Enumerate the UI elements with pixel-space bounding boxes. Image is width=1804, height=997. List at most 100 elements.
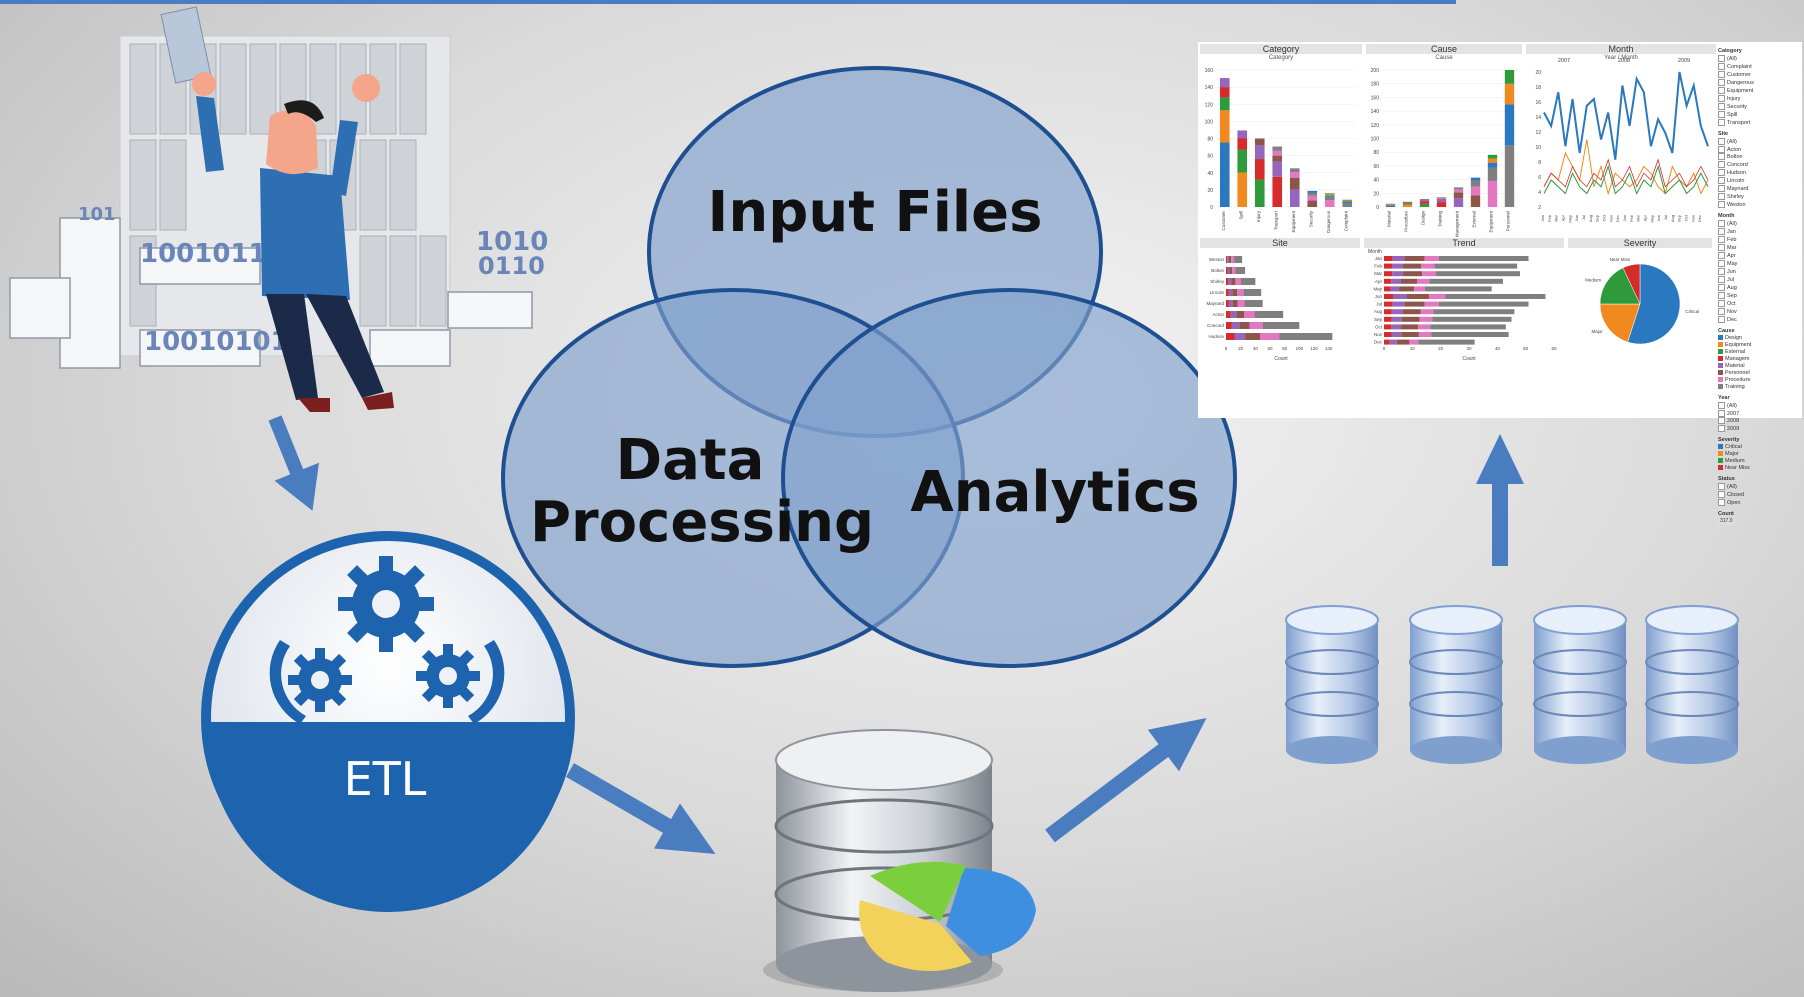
legend-cause-item[interactable]: Procedure [1718, 377, 1800, 384]
legend-site-item[interactable]: Shirley [1718, 193, 1800, 201]
checkbox[interactable] [1718, 193, 1725, 201]
legend-severity-item[interactable]: Critical [1718, 444, 1800, 451]
checkbox[interactable] [1718, 491, 1725, 499]
color-swatch [1718, 355, 1723, 361]
legend-cause-item[interactable]: Design [1718, 335, 1800, 342]
checkbox[interactable] [1718, 118, 1725, 126]
legend-month-item[interactable]: Oct [1718, 299, 1800, 308]
month-x-label: Apr [1561, 214, 1566, 221]
checkbox[interactable] [1718, 169, 1725, 177]
legend-cause-item[interactable]: Managem [1718, 356, 1800, 363]
checkbox[interactable] [1718, 307, 1725, 315]
legend-year-item[interactable]: 2007 [1718, 409, 1800, 418]
legend-month-item[interactable]: Sep [1718, 291, 1800, 300]
checkbox[interactable] [1718, 409, 1725, 417]
legend-month-item[interactable]: Jul [1718, 275, 1800, 284]
checkbox[interactable] [1718, 499, 1725, 507]
legend-month-item[interactable]: Mar [1718, 244, 1800, 252]
trend-bar [1403, 271, 1423, 277]
checkbox[interactable] [1718, 244, 1725, 252]
legend-category-item[interactable]: Spill [1718, 110, 1800, 119]
legend-month-item[interactable]: Apr [1718, 251, 1800, 260]
checkbox[interactable] [1718, 267, 1725, 275]
legend-month-item[interactable]: Nov [1718, 307, 1800, 316]
legend-year-item[interactable]: 2009 [1718, 425, 1800, 433]
legend-site-item[interactable]: Hudson [1718, 169, 1800, 177]
checkbox[interactable] [1718, 78, 1725, 86]
checkbox[interactable] [1718, 259, 1725, 267]
legend-category-item[interactable]: (All) [1718, 55, 1800, 63]
legend-month-item[interactable]: Jan [1718, 228, 1800, 236]
checkbox[interactable] [1718, 62, 1725, 70]
legend-severity-item[interactable]: Near Miss [1718, 465, 1800, 472]
legend-status-item[interactable]: Closed [1718, 491, 1800, 499]
cause-chart-y-tick: 200 [1371, 68, 1380, 74]
legend-category-item[interactable]: Dangerous [1718, 78, 1800, 87]
legend-site-item[interactable]: Maynard [1718, 185, 1800, 193]
legend-site-item[interactable]: Lincoln [1718, 177, 1800, 185]
checkbox[interactable] [1718, 86, 1725, 94]
checkbox[interactable] [1718, 401, 1725, 409]
checkbox[interactable] [1718, 161, 1725, 169]
legend-item-label: Maynard [1727, 186, 1749, 193]
venn-label-analytics: Analytics [910, 460, 1200, 525]
legend-site-item[interactable]: Concord [1718, 161, 1800, 169]
checkbox[interactable] [1718, 177, 1725, 185]
checkbox[interactable] [1718, 236, 1725, 244]
category-chart-x-label: Transport [1273, 210, 1278, 230]
checkbox[interactable] [1718, 291, 1725, 299]
legend-month-item[interactable]: Dec [1718, 315, 1800, 324]
legend-category-item[interactable]: Security [1718, 102, 1800, 111]
checkbox[interactable] [1718, 299, 1725, 307]
legend-month-item[interactable]: Aug [1718, 283, 1800, 292]
legend-category-item[interactable]: Complaint [1718, 62, 1800, 71]
legend-cause-item[interactable]: Training [1718, 384, 1800, 391]
legend-year-item[interactable]: 2008 [1718, 417, 1800, 425]
checkbox[interactable] [1718, 94, 1725, 102]
checkbox[interactable] [1718, 102, 1725, 110]
checkbox[interactable] [1718, 220, 1725, 228]
legend-category-item[interactable]: Equipment [1718, 86, 1800, 95]
legend-cause-item[interactable]: Equipment [1718, 342, 1800, 349]
checkbox[interactable] [1718, 70, 1725, 78]
checkbox[interactable] [1718, 110, 1725, 118]
checkbox[interactable] [1718, 283, 1725, 291]
checkbox[interactable] [1718, 145, 1725, 153]
legend-category-item[interactable]: Injury [1718, 94, 1800, 103]
legend-site-item[interactable]: Weston [1718, 201, 1800, 209]
legend-category-item[interactable]: Customer [1718, 70, 1800, 79]
legend-cause-item[interactable]: Personnel [1718, 370, 1800, 377]
legend-month-item[interactable]: May [1718, 259, 1800, 268]
legend-month-item[interactable]: (All) [1718, 220, 1800, 228]
category-chart-bar [1254, 179, 1265, 207]
legend-month-item[interactable]: Jun [1718, 267, 1800, 276]
checkbox[interactable] [1718, 137, 1725, 145]
checkbox[interactable] [1718, 315, 1725, 323]
checkbox[interactable] [1718, 417, 1725, 425]
site-bar [1235, 278, 1241, 285]
legend-category-item[interactable]: Transport [1718, 118, 1800, 127]
checkbox[interactable] [1718, 185, 1725, 193]
site-x-tick: 80 [1282, 346, 1288, 351]
checkbox[interactable] [1718, 228, 1725, 236]
checkbox[interactable] [1718, 425, 1725, 433]
legend-site-item[interactable]: Acton [1718, 145, 1800, 154]
checkbox[interactable] [1718, 275, 1725, 283]
legend-year-item[interactable]: (All) [1718, 401, 1800, 410]
checkbox[interactable] [1718, 153, 1725, 161]
legend-cause-item[interactable]: Material [1718, 363, 1800, 370]
legend-month-item[interactable]: Feb [1718, 236, 1800, 244]
checkbox[interactable] [1718, 55, 1725, 62]
legend-status-item[interactable]: (All) [1718, 483, 1800, 491]
site-label: Maynard [1206, 301, 1224, 306]
legend-status-item[interactable]: Open [1718, 499, 1800, 507]
legend-site-item[interactable]: (All) [1718, 137, 1800, 146]
checkbox[interactable] [1718, 483, 1725, 491]
checkbox[interactable] [1718, 201, 1725, 209]
legend-cause-item[interactable]: External [1718, 349, 1800, 356]
legend-site-item[interactable]: Bolton [1718, 153, 1800, 161]
month-y-tick: 2 [1538, 205, 1541, 211]
checkbox[interactable] [1718, 251, 1725, 259]
legend-severity-item[interactable]: Major [1718, 451, 1800, 458]
legend-severity-item[interactable]: Medium [1718, 458, 1800, 465]
